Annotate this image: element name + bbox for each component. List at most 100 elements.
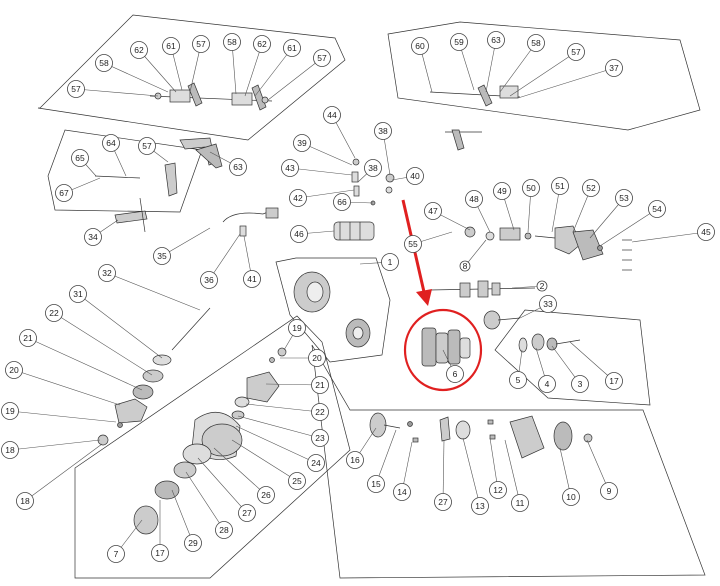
callout-67: 67 <box>55 184 73 202</box>
callout-number: 5 <box>516 375 521 385</box>
callout-number: 26 <box>261 490 271 500</box>
callout-58: 58 <box>223 33 241 51</box>
callout-circle <box>446 365 464 383</box>
callout-29: 29 <box>184 534 202 552</box>
callout-number: 53 <box>619 193 629 203</box>
callout-32: 32 <box>98 264 116 282</box>
callout-number: 33 <box>543 299 553 309</box>
callout-number: 22 <box>49 308 59 318</box>
leader-line <box>237 415 321 439</box>
small-fork-parts <box>94 162 178 233</box>
leader-line <box>103 62 169 93</box>
callout-number: 8 <box>463 261 468 271</box>
panel-center-gear <box>275 257 391 363</box>
callout-65: 65 <box>71 149 89 167</box>
callout-39: 39 <box>293 134 311 152</box>
leader-line <box>197 457 248 514</box>
leader-line <box>442 439 445 503</box>
callout-circle <box>69 285 87 303</box>
callout-circle <box>697 223 715 241</box>
callout-circle <box>215 521 233 539</box>
callout-number: 50 <box>526 183 536 193</box>
panel-pinion <box>494 309 651 406</box>
lower-housing-stack <box>133 347 287 535</box>
callout-46: 46 <box>290 225 308 243</box>
leader-line <box>464 239 487 267</box>
callout-number: 17 <box>155 548 165 558</box>
leader-line <box>297 189 355 199</box>
callout-number: 21 <box>315 380 325 390</box>
callout-number: 39 <box>297 138 307 148</box>
leader-line <box>213 447 267 496</box>
callout-11: 11 <box>511 494 529 512</box>
callout-38: 38 <box>364 159 382 177</box>
callout-number: 28 <box>219 525 229 535</box>
callout-circle <box>509 371 527 389</box>
callout-57: 57 <box>138 137 156 155</box>
callout-number: 24 <box>311 458 321 468</box>
center-gear-parts <box>293 271 371 348</box>
callout-58: 58 <box>95 54 113 72</box>
leader-line <box>509 51 577 97</box>
callout-6: 6 <box>446 365 464 383</box>
callout-number: 18 <box>20 496 30 506</box>
callout-13: 13 <box>471 497 489 515</box>
callout-53: 53 <box>615 189 633 207</box>
callout-61: 61 <box>162 37 180 55</box>
callout-20: 20 <box>308 349 326 367</box>
callout-62: 62 <box>253 35 271 53</box>
callout-number: 35 <box>157 251 167 261</box>
callout-51: 51 <box>551 177 569 195</box>
main-shaft <box>429 280 536 298</box>
callout-circle <box>311 429 329 447</box>
callout-circle <box>567 43 585 61</box>
callout-number: 43 <box>285 163 295 173</box>
callout-49: 49 <box>493 182 511 200</box>
callout-number: 36 <box>204 275 214 285</box>
callout-19: 19 <box>288 319 306 337</box>
leader-line <box>244 43 263 97</box>
callout-circle <box>290 225 308 243</box>
callout-circle <box>615 189 633 207</box>
callout-circle <box>288 319 306 337</box>
callout-number: 40 <box>410 171 420 181</box>
callout-5: 5 <box>509 371 527 389</box>
callout-circle <box>551 177 569 195</box>
callout-35: 35 <box>153 247 171 265</box>
callout-number: 9 <box>607 486 612 496</box>
leader-line <box>13 369 121 406</box>
callout-circle <box>404 235 422 253</box>
leader-line <box>185 471 225 531</box>
callout-number: 29 <box>188 538 198 548</box>
callout-23: 23 <box>311 429 329 447</box>
leader-line <box>517 67 615 99</box>
callout-number: 61 <box>287 43 297 53</box>
callout-circle <box>95 54 113 72</box>
callout-number: 38 <box>378 126 388 136</box>
callout-circle <box>346 451 364 469</box>
callout-20: 20 <box>5 361 23 379</box>
leader-line <box>462 437 481 507</box>
callout-number: 63 <box>491 35 501 45</box>
callout-45: 45 <box>697 223 715 241</box>
callout-circle <box>311 403 329 421</box>
callout-64: 64 <box>102 134 120 152</box>
callout-circle <box>200 271 218 289</box>
callout-57: 57 <box>67 80 85 98</box>
callout-circle <box>223 33 241 51</box>
callout-number: 10 <box>566 492 576 502</box>
callout-circle <box>411 37 429 55</box>
leader-line <box>504 439 521 504</box>
callout-circle <box>288 472 306 490</box>
callout-circle <box>102 134 120 152</box>
callout-number: 57 <box>571 47 581 57</box>
leader-line <box>171 489 194 544</box>
callout-4: 4 <box>538 375 556 393</box>
callout-circle <box>527 34 545 52</box>
callout-circle <box>281 159 299 177</box>
callout-17: 17 <box>151 544 169 562</box>
callout-number: 57 <box>142 141 152 151</box>
pinion-panel-parts <box>518 333 581 353</box>
leader-line <box>106 272 201 311</box>
